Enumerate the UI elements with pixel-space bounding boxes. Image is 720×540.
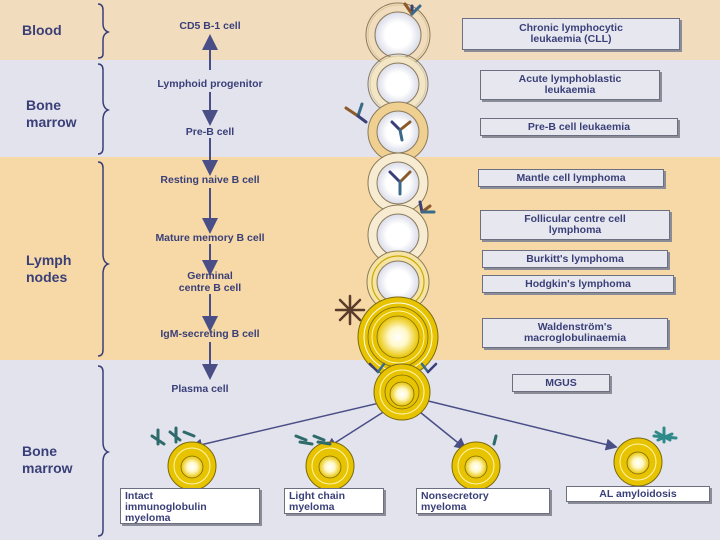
germinal-centre-b-cell-icon <box>366 250 430 314</box>
myeloma-box-light-chain: Light chain myeloma <box>284 488 384 514</box>
disease-all-line-2: leukaemia <box>544 84 596 96</box>
stage-igm-secreting-b-cell: IgM-secreting B cell <box>160 328 260 340</box>
myeloma-intact-line-3: myeloma <box>125 512 171 524</box>
al-amyloidosis-cell-icon <box>613 426 678 487</box>
disease-box-burkitt: Burkitt's lymphoma <box>482 250 668 268</box>
disease-cll-line-1: Chronic lymphocytic <box>519 22 623 34</box>
myeloma-intact-line-2: immunoglobulin <box>125 501 207 513</box>
disease-cll-line-2: leukaemia (CLL) <box>530 33 612 45</box>
lymph-nodes-brace <box>97 161 111 357</box>
stage-pre-b-cell: Pre-B cell <box>185 126 235 138</box>
stage-germinal-line-1: Germinal <box>187 270 233 282</box>
disease-box-waldenstrom: Waldenström's macroglobulinaemia <box>482 318 668 348</box>
region-lymph-nodes: Lymph nodes <box>26 252 72 285</box>
myeloma-light-line-2: myeloma <box>289 501 335 513</box>
nonsecretory-myeloma-cell-icon <box>451 434 501 491</box>
disease-box-mgus: MGUS <box>512 374 610 392</box>
myeloma-intact-line-1: Intact <box>125 490 154 502</box>
myeloma-light-line-1: Light chain <box>289 490 345 502</box>
disease-box-all: Acute lymphoblastic leukaemia <box>480 70 660 100</box>
region-bone-marrow-top: Bone marrow <box>26 97 77 130</box>
stage-resting-naive-b-cell: Resting naive B cell <box>160 174 260 186</box>
myeloma-box-nonsecretory: Nonsecretory myeloma <box>416 488 550 514</box>
stage-mature-memory-b-cell: Mature memory B cell <box>155 232 265 244</box>
disease-box-cll: Chronic lymphocytic leukaemia (CLL) <box>462 18 680 50</box>
disease-all-line-1: Acute lymphoblastic <box>518 73 622 85</box>
arrow-plasma-to-al <box>415 397 618 451</box>
pre-b-cell-icon <box>344 101 429 163</box>
myeloma-box-intact: Intact immunoglobulin myeloma <box>120 488 260 524</box>
myeloma-nonsecretory-line-2: myeloma <box>421 501 467 513</box>
stage-germinal-line-2: centre B cell <box>178 282 242 294</box>
disease-box-hodgkin: Hodgkin's lymphoma <box>482 275 674 293</box>
disease-box-pre-b: Pre-B cell leukaemia <box>480 118 678 136</box>
disease-follicular-line-2: lymphoma <box>548 224 602 236</box>
stage-lymphoid-progenitor: Lymphoid progenitor <box>157 78 263 90</box>
lymphoid-progenitor-cell-icon <box>367 53 429 115</box>
myeloma-nonsecretory-line-1: Nonsecretory <box>421 490 489 502</box>
bone-marrow-brace-top <box>97 63 111 155</box>
light-chain-myeloma-cell-icon <box>294 434 355 491</box>
arrow-plasma-to-intact <box>190 399 393 451</box>
bone-marrow-brace-bottom <box>97 365 111 537</box>
disease-follicular-line-1: Follicular centre cell <box>524 213 626 225</box>
blood-brace <box>97 3 111 59</box>
disease-box-mantle: Mantle cell lymphoma <box>478 169 664 187</box>
region-bone-marrow-bottom: Bone marrow <box>22 443 73 476</box>
disease-waldenstrom-line-1: Waldenström's <box>537 321 613 333</box>
igm-secreting-b-cell-icon <box>334 294 439 378</box>
resting-naive-b-cell-icon <box>367 152 429 214</box>
mature-memory-b-cell-icon <box>367 200 436 266</box>
disease-box-follicular: Follicular centre cell lymphoma <box>480 210 670 240</box>
intact-myeloma-cell-icon <box>150 426 217 491</box>
myeloma-box-al-amyloidosis: AL amyloidosis <box>566 486 710 502</box>
disease-waldenstrom-line-2: macroglobulinaemia <box>523 332 627 344</box>
stage-plasma-cell: Plasma cell <box>171 383 229 395</box>
plasma-cell-icon <box>368 362 438 421</box>
region-blood: Blood <box>22 22 62 38</box>
stage-cd5-b1-cell: CD5 B-1 cell <box>179 20 241 32</box>
